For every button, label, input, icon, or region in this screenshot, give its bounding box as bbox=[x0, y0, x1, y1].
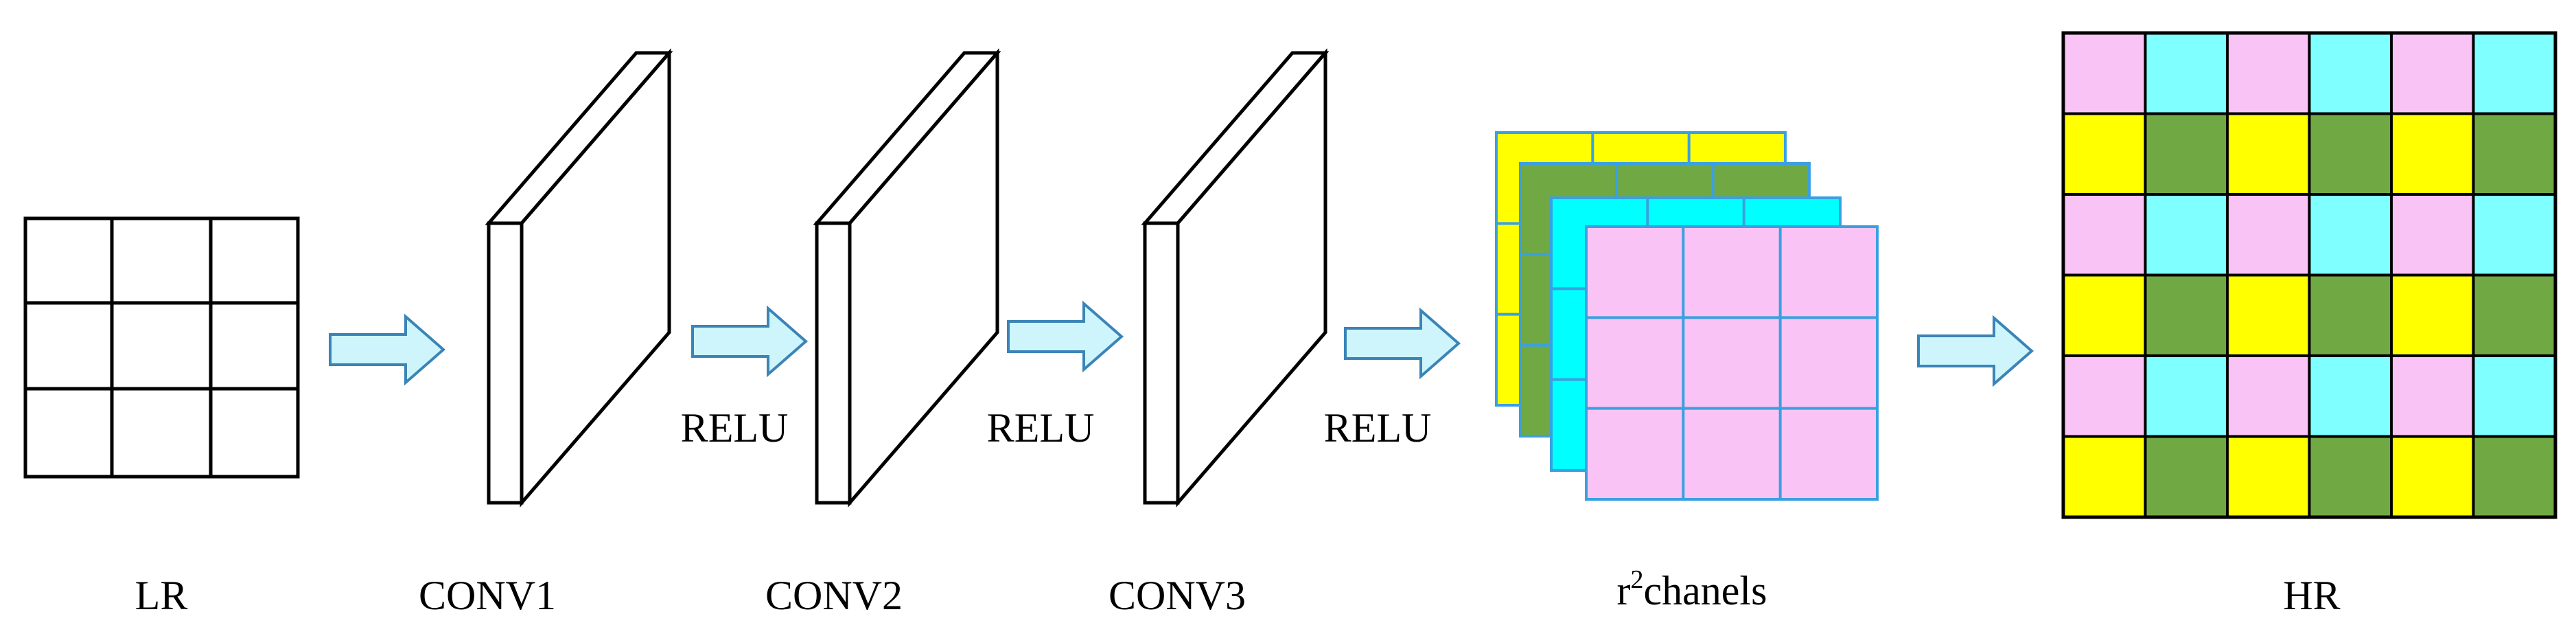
hr-cell bbox=[2390, 112, 2475, 196]
channels-label-rest: chanels bbox=[1643, 568, 1767, 613]
hr-cell bbox=[2308, 354, 2393, 438]
channel-stack bbox=[1495, 131, 1879, 501]
relu-label-2: RELU bbox=[986, 405, 1095, 451]
hr-cell bbox=[2472, 435, 2557, 519]
hr-cell bbox=[2472, 112, 2557, 196]
hr-cell bbox=[2308, 435, 2393, 519]
hr-cell bbox=[2472, 32, 2557, 115]
hr-cell bbox=[2308, 32, 2393, 115]
hr-label: HR bbox=[2283, 573, 2341, 618]
hr-cell bbox=[2226, 193, 2311, 277]
hr-cell bbox=[2390, 32, 2475, 115]
hr-cell bbox=[2226, 273, 2311, 357]
conv3-label: CONV3 bbox=[1108, 573, 1246, 618]
hr-cell bbox=[2062, 193, 2147, 277]
conv3-layer bbox=[1141, 48, 1330, 508]
hr-cell bbox=[2062, 273, 2147, 357]
hr-cell bbox=[2062, 112, 2147, 196]
hr-cell bbox=[2144, 112, 2229, 196]
arrow-5 bbox=[1917, 315, 2034, 387]
lr-label: LR bbox=[135, 573, 188, 618]
arrow-1 bbox=[329, 313, 446, 386]
conv1-label: CONV1 bbox=[418, 573, 557, 618]
hr-cell bbox=[2062, 435, 2147, 519]
hr-cell bbox=[2226, 32, 2311, 115]
hr-cell bbox=[2226, 354, 2311, 438]
conv2-label: CONV2 bbox=[765, 573, 903, 618]
lr-grid bbox=[23, 216, 300, 479]
hr-cell bbox=[2144, 273, 2229, 357]
hr-cell bbox=[2308, 193, 2393, 277]
hr-cell bbox=[2308, 273, 2393, 357]
hr-cell bbox=[2144, 435, 2229, 519]
conv1-layer bbox=[485, 48, 673, 508]
hr-cell bbox=[2144, 354, 2229, 438]
arrow-2 bbox=[691, 305, 809, 378]
hr-cell bbox=[2062, 32, 2147, 115]
hr-cell bbox=[2144, 193, 2229, 277]
channels-label: r2chanels bbox=[1616, 567, 1767, 613]
relu-label-1: RELU bbox=[680, 405, 789, 451]
hr-cell bbox=[2472, 354, 2557, 438]
hr-cell bbox=[2308, 112, 2393, 196]
hr-cell bbox=[2062, 354, 2147, 438]
conv-layers bbox=[485, 48, 1330, 508]
hr-cell bbox=[2472, 273, 2557, 357]
conv2-layer bbox=[813, 48, 1001, 508]
hr-cell bbox=[2390, 273, 2475, 357]
hr-grid bbox=[2061, 31, 2557, 519]
relu-label-3: RELU bbox=[1323, 405, 1432, 451]
hr-cell bbox=[2226, 435, 2311, 519]
hr-cell bbox=[2144, 32, 2229, 115]
arrows bbox=[329, 300, 2034, 387]
arrow-4 bbox=[1344, 307, 1461, 380]
hr-cell bbox=[2390, 435, 2475, 519]
arrow-3 bbox=[1007, 300, 1124, 373]
channels-label-sup: 2 bbox=[1630, 565, 1644, 594]
channel-layer-pink bbox=[1585, 225, 1879, 501]
hr-cell bbox=[2390, 354, 2475, 438]
channels-label-base: r bbox=[1616, 568, 1631, 613]
hr-cell bbox=[2390, 193, 2475, 277]
hr-cell bbox=[2226, 112, 2311, 196]
hr-cell bbox=[2472, 193, 2557, 277]
